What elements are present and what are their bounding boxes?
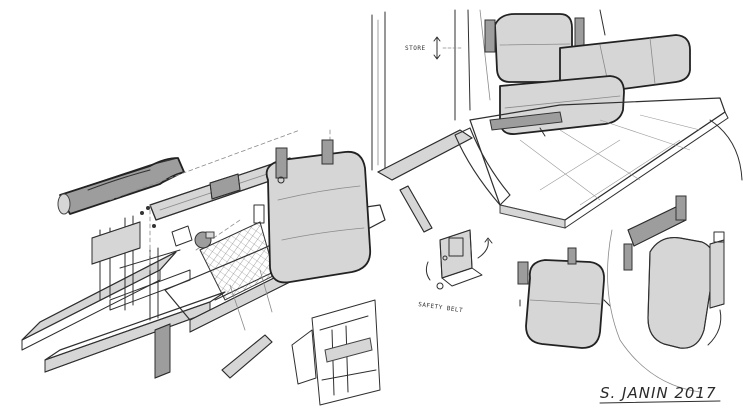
store-annotation: STORE (405, 45, 426, 52)
loose-panels (221, 329, 317, 385)
base-rail-left (21, 251, 177, 351)
back-cushion (253, 139, 372, 284)
wall-mounted-folded-seat (607, 119, 743, 393)
cushion-clip-detail (517, 247, 611, 349)
adjustment-knob (140, 206, 215, 249)
lower-frame-body (154, 204, 386, 379)
frame-posts (91, 215, 191, 321)
head-cushion-bar (57, 157, 185, 215)
vertical-post (371, 11, 386, 171)
installed-seat-view (376, 9, 729, 233)
base-rail-front (44, 291, 226, 373)
safety-belt-detail (425, 229, 493, 290)
exploded-seat-assembly (21, 129, 386, 406)
frame-detail-inset (311, 299, 381, 406)
safety-belt-annotation: SAFETY BELT (418, 301, 464, 314)
artist-signature: S. JANIN 2017 (600, 384, 717, 402)
